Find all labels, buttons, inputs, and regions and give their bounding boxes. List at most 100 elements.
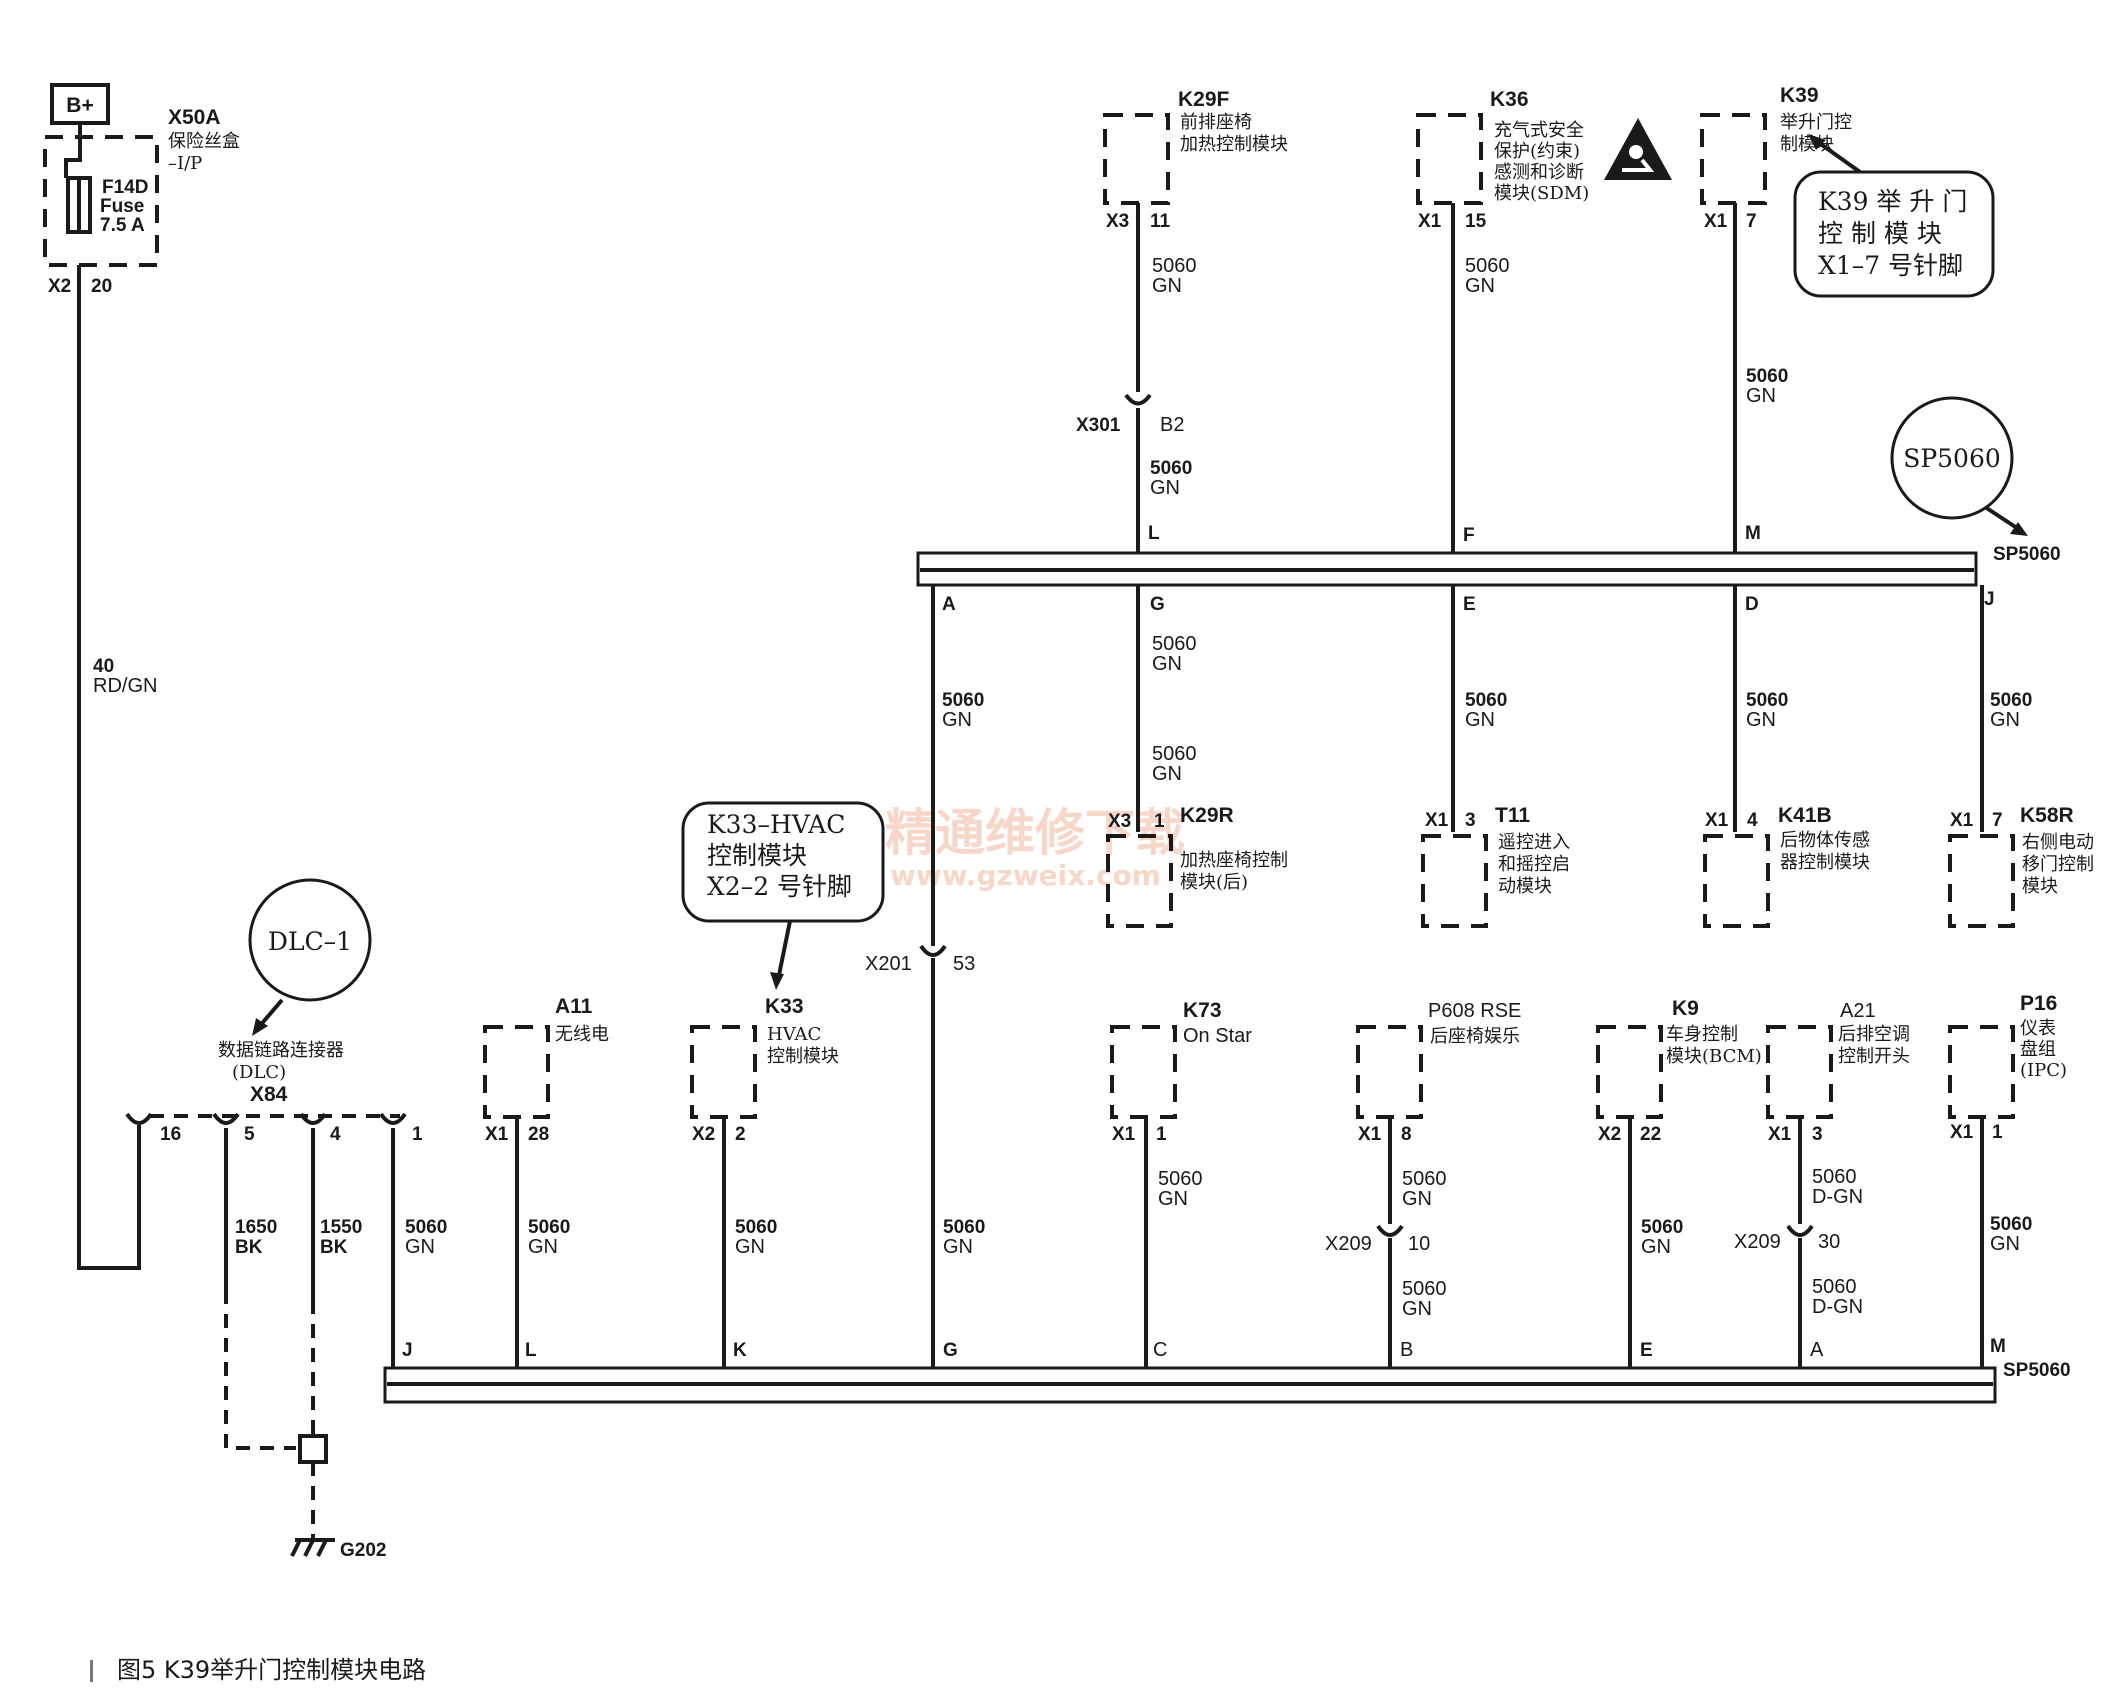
- wire-p608-color: GN: [1402, 1188, 1432, 1210]
- splice-bottom-pin-g: G: [943, 1340, 958, 1361]
- module-t11-name: 遥控进入: [1498, 832, 1570, 853]
- splice-bottom-pin-l: L: [525, 1340, 537, 1361]
- module-a21: [1766, 1025, 1833, 1119]
- splice-bottom-pin-e: E: [1640, 1340, 1653, 1361]
- callout-k39-line2: 控 制 模 块: [1818, 219, 1942, 248]
- inline-x201-connector: X201: [865, 953, 912, 975]
- inline-x201-pin: 53: [953, 953, 975, 975]
- callout-k39: [1793, 170, 1995, 298]
- module-k29r-name: 加热座椅控制: [1180, 850, 1288, 871]
- dlc-ground-wire-5: [224, 1290, 296, 1450]
- module-k9-code: K9: [1672, 997, 1699, 1020]
- callout-k39-line3: X1–7 号针脚: [1818, 251, 1963, 280]
- wire-g-color: GN: [1152, 653, 1182, 675]
- module-k73-pin: 1: [1156, 1124, 1167, 1145]
- wire-a21-circuit: 5060: [1812, 1166, 1857, 1188]
- wire-a21-color: D-GN: [1812, 1186, 1863, 1208]
- module-k41b-pin: 4: [1747, 810, 1758, 831]
- callout-sp5060: [1890, 396, 2014, 520]
- module-k29r-pin: 1: [1154, 811, 1165, 832]
- wire-dlc5-circuit: 1650: [235, 1217, 277, 1238]
- dlc-pin-16-icon: [125, 1112, 153, 1125]
- splice-top-name: SP5060: [1993, 544, 2061, 565]
- module-k36-code: K36: [1490, 88, 1529, 111]
- wire-x201-color: GN: [943, 1236, 973, 1258]
- fuse-box-code: X50A: [168, 106, 221, 129]
- module-k36-connector: X1: [1418, 211, 1442, 232]
- module-p608-pin: 8: [1401, 1124, 1412, 1145]
- wire-g-circuit: 5060: [1152, 633, 1197, 655]
- wire-x201-circuit: 5060: [943, 1217, 985, 1238]
- module-k73-name: On Star: [1183, 1025, 1252, 1047]
- battery-power-box: [50, 83, 110, 125]
- inline-x209-a-pin: 10: [1408, 1233, 1430, 1255]
- wire-k29f-circuit: 5060: [1152, 255, 1197, 277]
- module-t11-name-2: 和摇控启: [1498, 854, 1570, 875]
- module-k39-name: 举升门控: [1780, 112, 1852, 133]
- wire-x301-circuit: 5060: [1150, 458, 1192, 479]
- wire-p16-circuit: 5060: [1990, 1214, 2032, 1235]
- inline-x209-a-connector: X209: [1325, 1233, 1372, 1255]
- module-t11-code: T11: [1495, 804, 1530, 827]
- callout-sp5060-arrow: [1983, 505, 2022, 532]
- module-a21-pin: 3: [1812, 1124, 1823, 1145]
- wire-x209-b-color: D-GN: [1812, 1296, 1863, 1318]
- dlc-pin-5-icon: [212, 1112, 240, 1125]
- callout-k39-arrow: [1813, 138, 1862, 174]
- wire-a11-color: GN: [528, 1236, 558, 1258]
- module-k41b-name-2: 器控制模块: [1780, 852, 1870, 873]
- watermark-url: www.gzweix.com: [890, 859, 1161, 892]
- wire-d-color: GN: [1746, 709, 1776, 731]
- module-a11-name: 无线电: [555, 1024, 609, 1045]
- feed-wire-circuit: 40: [93, 656, 114, 677]
- callout-sp5060-text: SP5060: [1903, 444, 2001, 473]
- wire-k36-color: GN: [1465, 275, 1495, 297]
- module-k58r: [1948, 834, 2015, 928]
- module-k36-name-2: 保护(约束): [1494, 141, 1580, 162]
- module-k41b-code: K41B: [1778, 804, 1832, 827]
- inline-x209-b-connector: X209: [1734, 1231, 1781, 1253]
- splice-bottom-pin-j: J: [402, 1340, 413, 1361]
- module-k36-name-4: 模块(SDM): [1494, 183, 1589, 204]
- module-k9-name-2: 模块(BCM): [1666, 1046, 1762, 1067]
- ground-label: G202: [340, 1540, 386, 1561]
- callout-k33-line2: 控制模块: [707, 841, 807, 870]
- fuse-id: F14D: [102, 177, 148, 198]
- wire-j-circuit: 5060: [1990, 690, 2032, 711]
- wire-dlc4-color: BK: [320, 1237, 348, 1258]
- module-k36-name-3: 感测和诊断: [1494, 162, 1584, 183]
- module-k33-code: K33: [765, 995, 804, 1018]
- module-a11-code: A11: [555, 995, 593, 1018]
- callout-k33-arrow: [776, 920, 792, 981]
- wire-dlc1-circuit: 5060: [405, 1217, 447, 1238]
- module-p608-code: P608 RSE: [1428, 1000, 1521, 1022]
- wire-e-color: GN: [1465, 709, 1495, 731]
- splice-top-pin-m: M: [1745, 523, 1761, 544]
- inline-x301-connector: X301: [1076, 415, 1121, 436]
- wire-x209-b-circuit: 5060: [1812, 1276, 1857, 1298]
- inline-x301-pin: B2: [1160, 414, 1184, 436]
- module-k29r: [1106, 834, 1173, 928]
- wire-k9-color: GN: [1641, 1236, 1671, 1258]
- battery-power-label: B+: [66, 94, 93, 117]
- splice-bottom-pin-c: C: [1153, 1339, 1167, 1361]
- wire-k39-circuit: 5060: [1746, 366, 1788, 387]
- callout-dlc-text: DLC–1: [268, 927, 352, 956]
- dlc-name-2: (DLC): [232, 1062, 286, 1083]
- module-k33-name-2: 控制模块: [767, 1046, 839, 1067]
- splice-top-pin-d: D: [1745, 594, 1759, 615]
- wire-k39-color: GN: [1746, 385, 1776, 407]
- module-t11: [1421, 834, 1488, 928]
- wire-k29r-circuit: 5060: [1152, 743, 1197, 765]
- dlc-name: 数据链路连接器: [218, 1040, 344, 1061]
- module-p16-pin: 1: [1992, 1122, 2003, 1143]
- splice-bottom-name: SP5060: [2003, 1360, 2071, 1381]
- splice-top-pin-l: L: [1148, 523, 1160, 544]
- ground-splice-icon: [298, 1434, 328, 1464]
- module-k41b-connector: X1: [1705, 810, 1729, 831]
- splice-top-pin-f: F: [1463, 525, 1475, 546]
- feed-wire-40: [77, 265, 141, 1270]
- module-k39-code: K39: [1780, 84, 1819, 107]
- inline-x301-icon: [1124, 393, 1152, 406]
